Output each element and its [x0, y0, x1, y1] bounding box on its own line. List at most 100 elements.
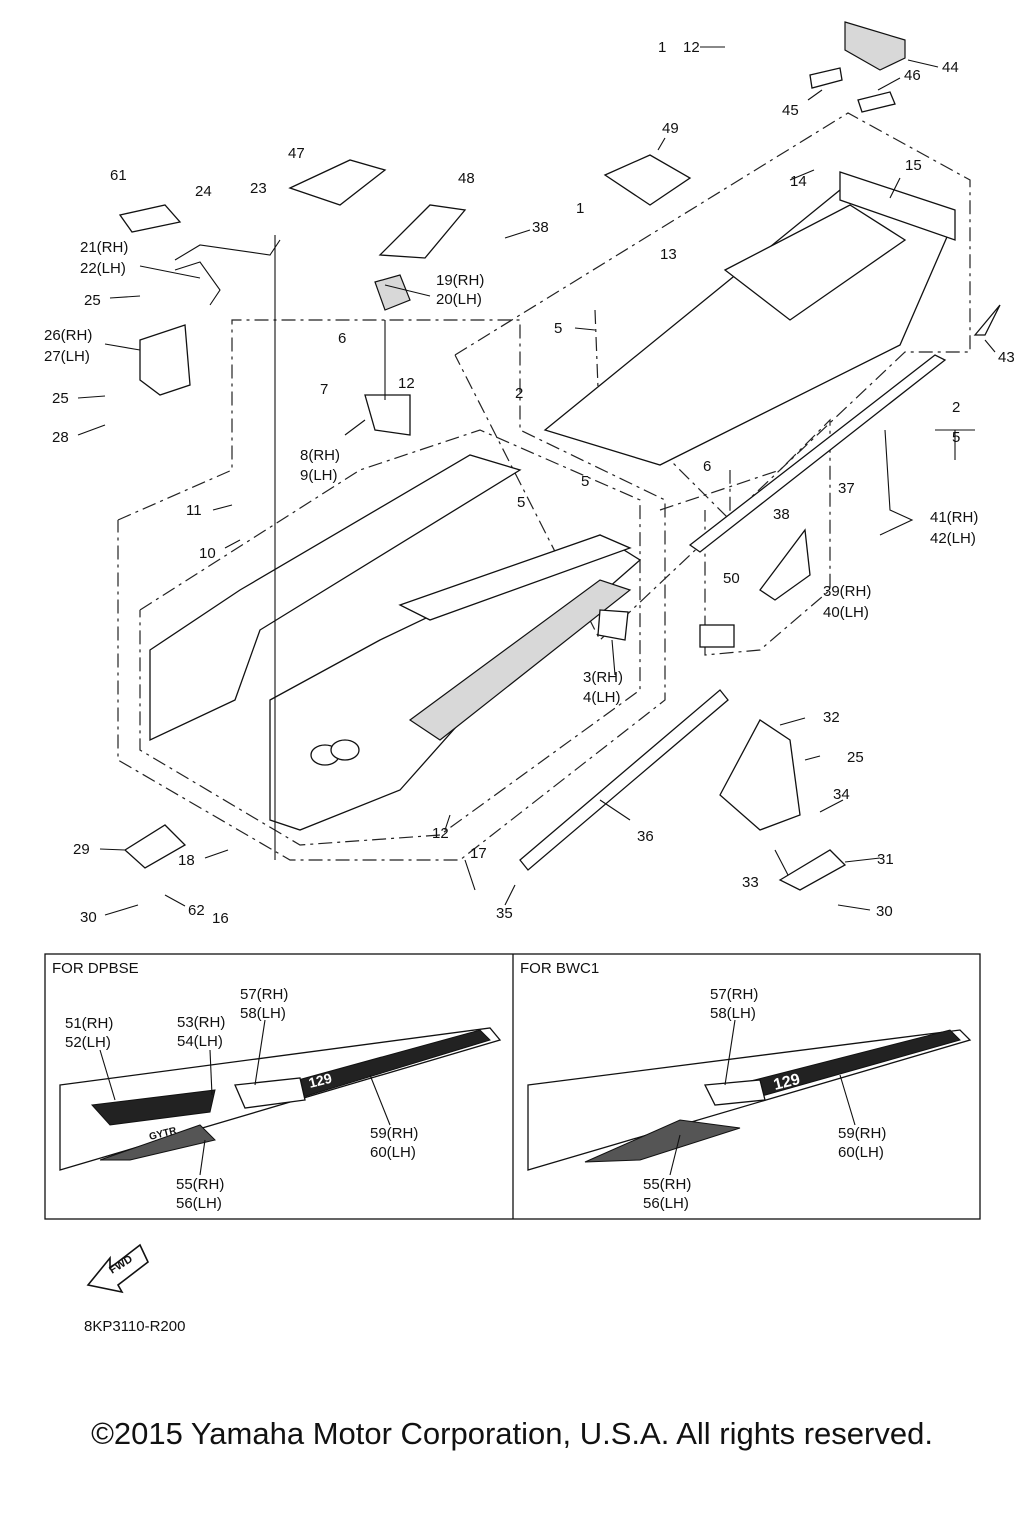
- callout-25b: 25: [52, 390, 69, 407]
- rails-group: [519, 354, 947, 871]
- callout-41: 41(RH): [930, 509, 978, 526]
- callout-5-bracket: 5: [952, 429, 960, 446]
- callout-35: 35: [496, 905, 513, 922]
- bracket-39: [759, 528, 811, 601]
- callout-1b: 1: [576, 200, 584, 217]
- frame-top-rail: [398, 534, 632, 621]
- decal-left-number: 129: [307, 1070, 334, 1091]
- callout-10: 10: [199, 545, 216, 562]
- decal-left: 129 GYTR: [59, 1027, 502, 1171]
- frame-lattice: [408, 579, 632, 741]
- callout-42: 42(LH): [930, 530, 976, 547]
- handle-21-b: [174, 261, 221, 306]
- handle-21: [174, 239, 281, 261]
- callout-43: 43: [998, 349, 1015, 366]
- left-label-56: 56(LH): [176, 1195, 222, 1212]
- left-label-59: 59(RH): [370, 1125, 418, 1142]
- bracket-15: [839, 171, 956, 241]
- callout-30b: 30: [876, 903, 893, 920]
- callout-62: 62: [188, 902, 205, 919]
- copyright-notice: ©2015 Yamaha Motor Corporation, U.S.A. A…: [91, 1416, 933, 1451]
- callout-48: 48: [458, 170, 475, 187]
- callout-32: 32: [823, 709, 840, 726]
- assembly-2-inner: [139, 429, 641, 846]
- right-label-56: 56(LH): [643, 1195, 689, 1212]
- plate-29: [123, 824, 187, 869]
- clip-43: [973, 304, 1001, 336]
- callout-12-top: 12: [683, 39, 700, 56]
- right-label-55: 55(RH): [643, 1176, 691, 1193]
- plate-31: [778, 849, 847, 891]
- callout-40: 40(LH): [823, 604, 869, 621]
- pad-49: [603, 154, 692, 206]
- callout-5b: 5: [581, 473, 589, 490]
- bracket-32: [719, 719, 801, 831]
- callout-11: 11: [186, 502, 202, 519]
- callout-5c: 5: [517, 494, 525, 511]
- cap-61: [118, 204, 182, 233]
- callout-61: 61: [110, 167, 127, 184]
- callout-25a: 25: [84, 292, 101, 309]
- callout-12a: 12: [398, 375, 415, 392]
- callout-24: 24: [195, 183, 212, 200]
- diagram-code: 8KP3110-R200: [84, 1318, 186, 1335]
- bracket-26: [139, 324, 191, 396]
- left-label-60: 60(LH): [370, 1144, 416, 1161]
- callout-44: 44: [942, 59, 959, 76]
- leader-lines: [77, 46, 996, 916]
- callout-19: 19(RH): [436, 272, 484, 289]
- assembly-2-outline: [117, 319, 666, 861]
- callout-34: 34: [833, 786, 850, 803]
- right-label-57: 57(RH): [710, 986, 758, 1003]
- callout-26: 26(RH): [44, 327, 92, 344]
- callout-6b: 6: [703, 458, 711, 475]
- callout-4: 4(LH): [583, 689, 621, 706]
- block-44: [844, 21, 906, 71]
- callout-20: 20(LH): [436, 291, 482, 308]
- callout-6a: 6: [338, 330, 346, 347]
- tunnel-frame: [149, 274, 642, 831]
- left-label-53: 53(RH): [177, 1014, 225, 1031]
- seat-base-window: [723, 204, 907, 321]
- callout-36: 36: [637, 828, 654, 845]
- strip-47: [288, 159, 387, 206]
- bracket-8: [364, 394, 411, 436]
- callout-labels: 1 12 44 46 45 49 15 14 47 48 61 24 23 38…: [44, 39, 1015, 927]
- left-label-52: 52(LH): [65, 1034, 111, 1051]
- callout-13: 13: [660, 246, 677, 263]
- callout-2b: 2: [952, 399, 960, 416]
- tube-36: [519, 689, 729, 871]
- decal-right: 129: [527, 1029, 972, 1171]
- callout-31: 31: [877, 851, 894, 868]
- assembly-right-outline: [659, 418, 831, 656]
- callout-22: 22(LH): [80, 260, 126, 277]
- left-label-55: 55(RH): [176, 1176, 224, 1193]
- callout-39: 39(RH): [823, 583, 871, 600]
- fwd-arrow-icon: [86, 1243, 149, 1294]
- callout-25c: 25: [847, 749, 864, 766]
- callout-37: 37: [838, 480, 855, 497]
- callout-5a: 5: [554, 320, 562, 337]
- callout-21: 21(RH): [80, 239, 128, 256]
- rail-37: [688, 354, 947, 553]
- frame-hole-b: [330, 739, 360, 761]
- pad-46: [857, 91, 896, 113]
- callout-7: 7: [320, 381, 328, 398]
- callout-38b: 38: [773, 506, 790, 523]
- callout-33: 33: [742, 874, 759, 891]
- callout-17: 17: [470, 845, 487, 862]
- callout-27: 27(LH): [44, 348, 90, 365]
- assembly-1-outline: [454, 112, 971, 641]
- callout-2: 2: [515, 385, 523, 402]
- callout-16: 16: [212, 910, 229, 927]
- bracket-3: [597, 609, 629, 641]
- decal-51: [90, 1089, 216, 1126]
- right-label-58: 58(LH): [710, 1005, 756, 1022]
- right-label-59: 59(RH): [838, 1125, 886, 1142]
- strip-48: [378, 204, 467, 259]
- callout-29: 29: [73, 841, 90, 858]
- decal-57: [234, 1077, 306, 1109]
- strap-41: [879, 429, 914, 536]
- callout-45: 45: [782, 102, 799, 119]
